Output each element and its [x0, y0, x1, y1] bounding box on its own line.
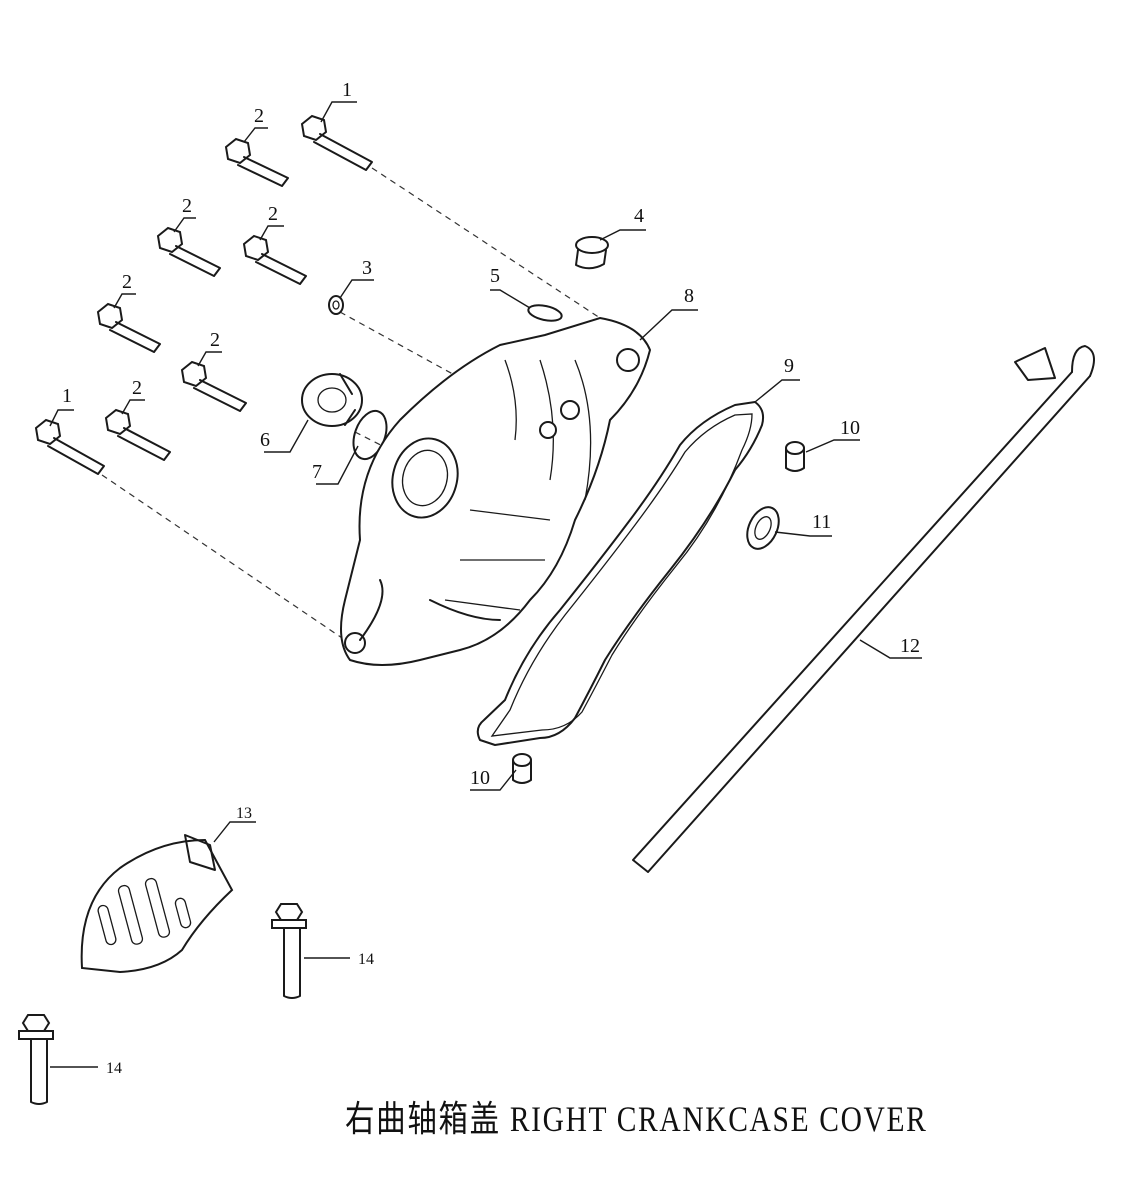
- bolt-part-14-left: [18, 1014, 54, 1105]
- dipstick-part-12: [632, 345, 1095, 873]
- gasket-part-9-inner: [490, 413, 753, 737]
- o-ring-part-5: [527, 304, 563, 322]
- bolt-part-2-b: [156, 226, 221, 277]
- plug-part-4: [575, 236, 609, 270]
- bolt-part-1-bottom: [34, 418, 105, 475]
- leader-lines: [49, 101, 922, 1068]
- assembly-line: [101, 474, 346, 641]
- bolt-part-2-d: [96, 302, 161, 353]
- callout-14-right: 14: [358, 951, 374, 968]
- callout-2-b: 2: [182, 195, 192, 217]
- callout-13: 13: [236, 805, 252, 822]
- bolt-part-2-e: [180, 360, 247, 412]
- assembly-line: [371, 167, 601, 319]
- cap-part-6: [301, 373, 363, 427]
- callout-2-d: 2: [122, 271, 132, 293]
- callout-1-top: 1: [342, 79, 352, 101]
- assembly-line: [339, 311, 501, 401]
- callout-9: 9: [784, 355, 794, 377]
- bolt-part-1-top: [300, 114, 373, 171]
- bolt-part-2-a: [224, 137, 289, 187]
- callout-14-left: 14: [106, 1060, 122, 1077]
- callout-1-bottom: 1: [62, 385, 72, 407]
- callout-12: 12: [900, 635, 920, 657]
- bolt-part-14-right: [271, 903, 307, 999]
- callout-10-lower: 10: [470, 767, 490, 789]
- callout-2-e: 2: [210, 329, 220, 351]
- guard-part-13: [80, 834, 234, 974]
- diagram-title: 右曲轴箱盖 RIGHT CRANKCASE COVER: [345, 1099, 928, 1139]
- callout-7: 7: [312, 461, 322, 483]
- callout-8: 8: [684, 285, 694, 307]
- gasket-part-9: [476, 401, 765, 746]
- callout-11: 11: [812, 511, 831, 533]
- callout-4: 4: [634, 205, 644, 227]
- oil-seal-part-11: [746, 506, 780, 550]
- callout-10-upper: 10: [840, 417, 860, 439]
- callout-3: 3: [362, 257, 372, 279]
- washer-part-3: [328, 295, 344, 315]
- dowel-part-10-lower: [512, 753, 532, 784]
- callout-2-a: 2: [254, 105, 264, 127]
- bolt-part-2-c: [242, 234, 307, 285]
- dowel-part-10-upper: [785, 441, 805, 472]
- bolt-part-2-f: [104, 408, 171, 461]
- crankcase-cover-part-8: [340, 316, 652, 666]
- callout-6: 6: [260, 429, 270, 451]
- callout-5: 5: [490, 265, 500, 287]
- callout-2-f: 2: [132, 377, 142, 399]
- callout-2-c: 2: [268, 203, 278, 225]
